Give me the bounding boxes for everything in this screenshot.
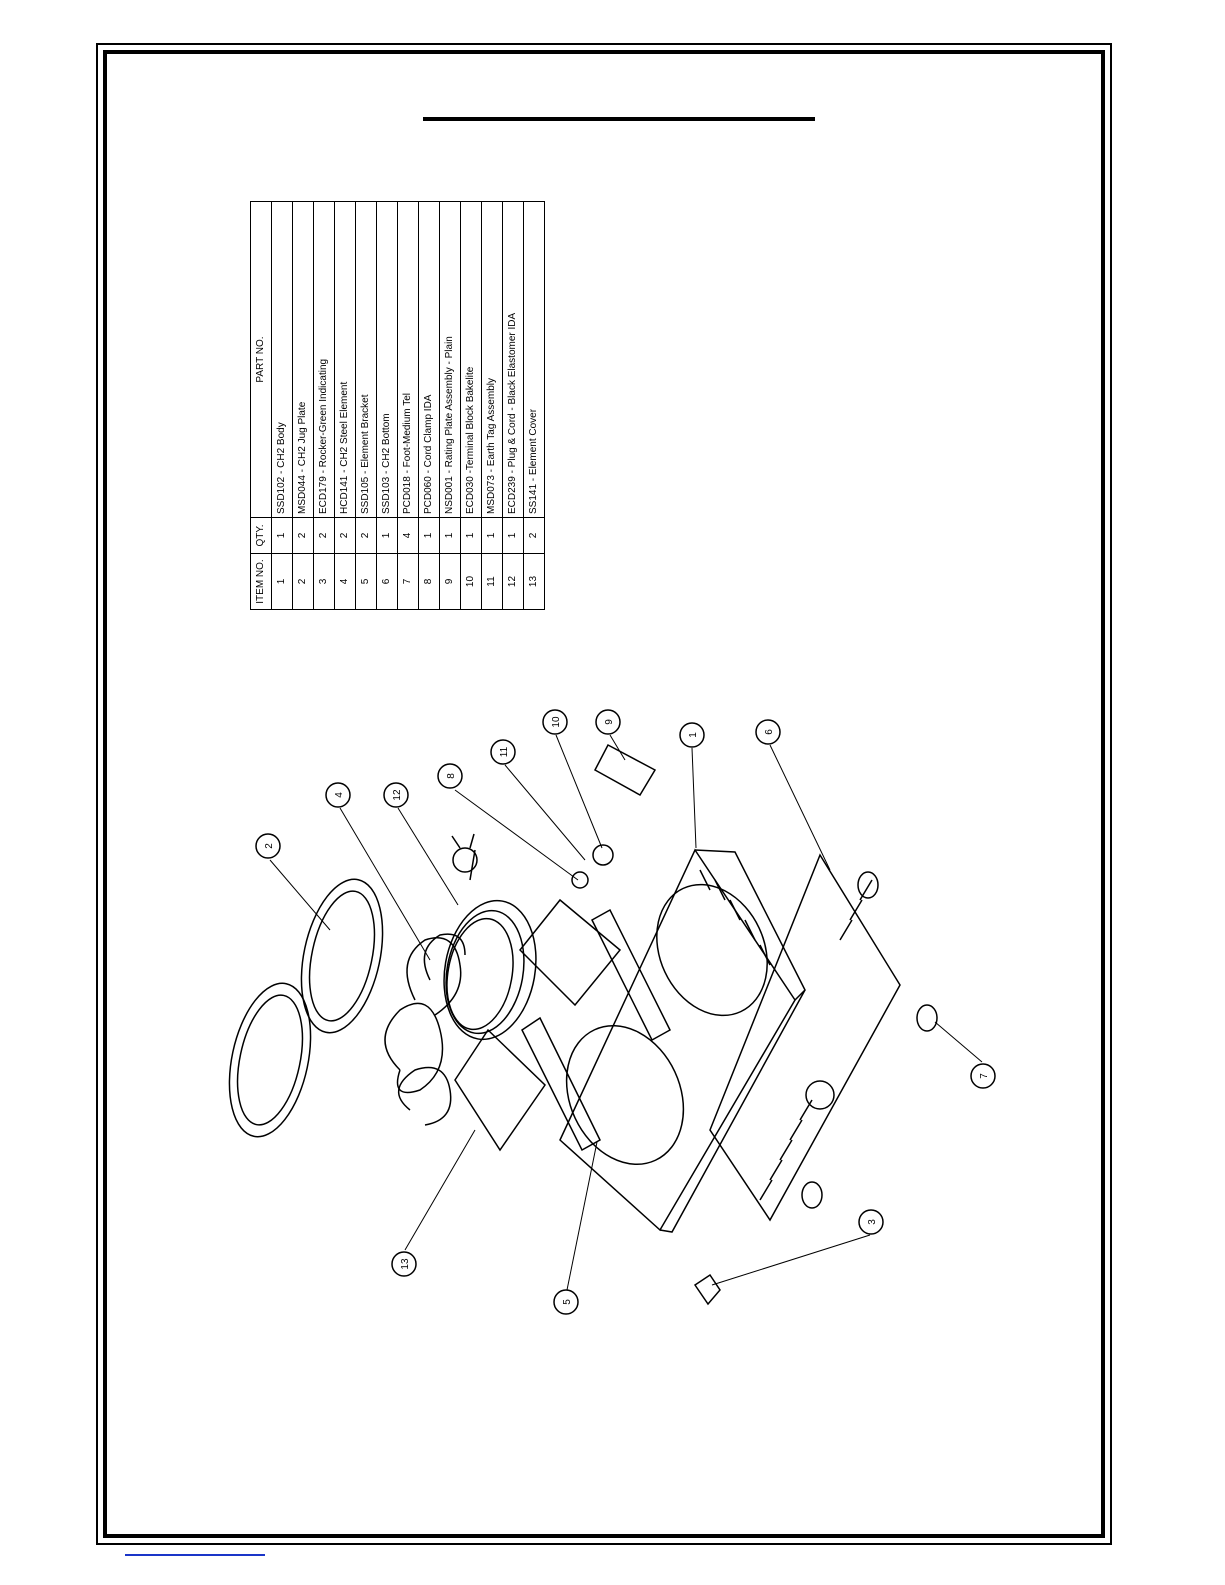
svg-text:10: 10 xyxy=(551,716,562,728)
drawing-frame-outer xyxy=(96,43,1112,1545)
balloon-8: 8 xyxy=(437,763,463,789)
svg-text:7: 7 xyxy=(979,1073,990,1079)
balloon-9: 9 xyxy=(595,709,621,735)
leader-lines xyxy=(269,734,983,1291)
balloon-10: 10 xyxy=(542,709,568,735)
balloon-11: 11 xyxy=(490,739,516,765)
svg-text:8: 8 xyxy=(446,773,457,779)
balloon-2: 2 xyxy=(255,833,281,859)
balloon-6: 6 xyxy=(755,719,781,745)
ch2-bottom xyxy=(709,853,901,1222)
balloon-7: 7 xyxy=(970,1063,996,1089)
steel-elements xyxy=(384,933,466,1126)
element-covers xyxy=(454,898,622,1152)
svg-text:11: 11 xyxy=(499,746,510,757)
title-underline xyxy=(423,117,815,121)
footer-link-underline[interactable] xyxy=(125,1554,265,1556)
balloon-13: 13 xyxy=(391,1251,417,1277)
svg-text:13: 13 xyxy=(400,1258,411,1270)
svg-text:1: 1 xyxy=(688,732,699,738)
drawing-frame-inner xyxy=(103,50,1105,1538)
balloon-5: 5 xyxy=(553,1289,579,1315)
balloon-4: 4 xyxy=(325,782,351,808)
feet xyxy=(801,871,938,1209)
svg-text:9: 9 xyxy=(604,719,615,725)
plug-and-cord xyxy=(443,833,537,1041)
balloon-3: 3 xyxy=(858,1209,884,1235)
svg-text:2: 2 xyxy=(264,843,275,849)
jug-plate-rings xyxy=(228,878,384,1138)
balloon-1: 1 xyxy=(679,722,705,748)
element-brackets xyxy=(521,908,671,1152)
svg-text:12: 12 xyxy=(392,789,403,801)
balloon-12: 12 xyxy=(383,782,409,808)
svg-text:5: 5 xyxy=(562,1299,573,1305)
svg-text:3: 3 xyxy=(867,1219,878,1225)
svg-text:4: 4 xyxy=(334,792,345,798)
svg-text:6: 6 xyxy=(764,729,775,735)
small-parts xyxy=(571,743,721,1306)
balloons: 2 4 12 8 11 10 9 1 6 7 3 5 13 xyxy=(255,709,996,1315)
ch2-body xyxy=(559,848,806,1233)
